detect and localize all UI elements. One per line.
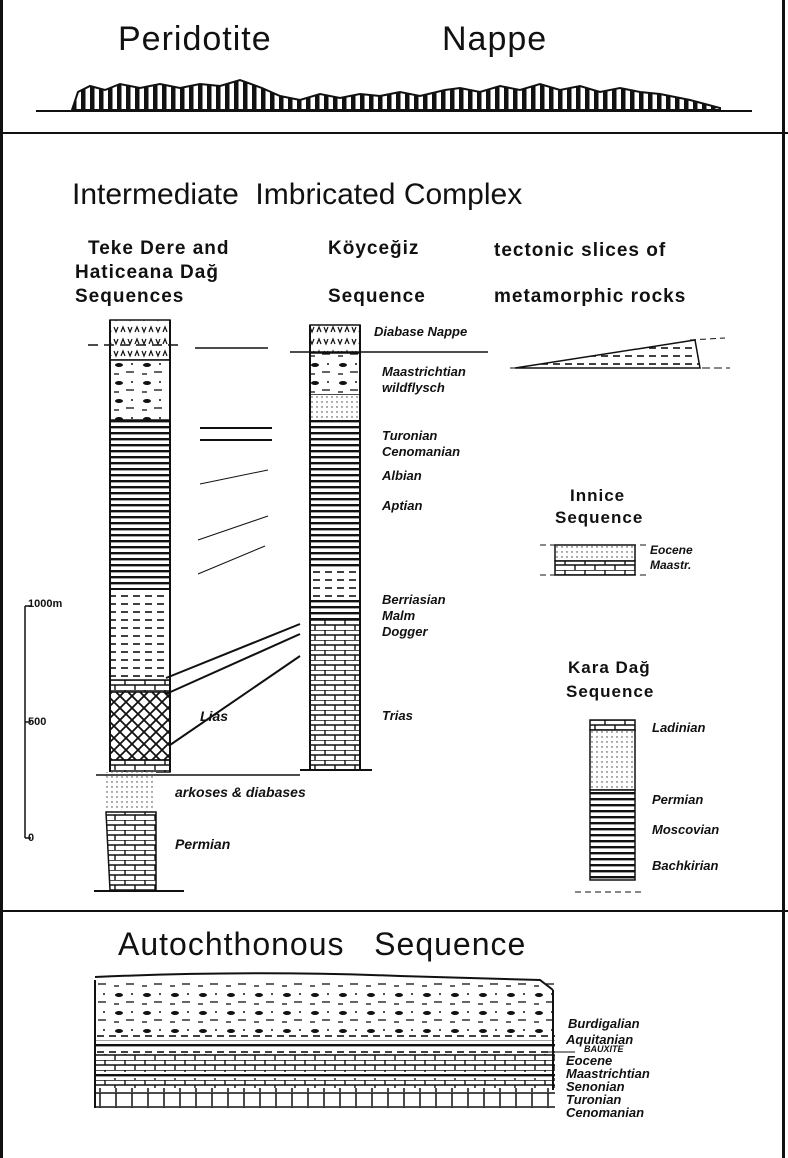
label-ladinian: Ladinian	[652, 720, 706, 735]
label-auto-maastrichtian: Maastrichtian	[566, 1066, 650, 1081]
label-berriasian: Berriasian	[382, 592, 446, 607]
label-arkoses: arkoses & diabases	[175, 784, 306, 800]
label-diabase-nappe: Diabase Nappe	[374, 324, 468, 339]
divider-top	[0, 132, 788, 134]
label-trias: Trias	[382, 708, 413, 723]
scale-bar	[24, 605, 31, 839]
col2-heading-2: Sequence	[328, 286, 426, 307]
label-moscovian: Moscovian	[652, 822, 720, 837]
col1-heading-3: Sequences	[75, 286, 185, 307]
label-albian: Albian	[382, 468, 422, 483]
label-malm: Malm	[382, 608, 416, 623]
label-maastrichtian: Maastrichtian	[382, 364, 466, 379]
label-auto-cenomanian: Cenomanian	[566, 1105, 645, 1120]
col1-heading-2: Haticeana Dağ	[75, 262, 219, 283]
innice-heading-2: Sequence	[555, 508, 644, 527]
label-senonian: Senonian	[566, 1079, 625, 1094]
column-innice	[540, 544, 648, 576]
col3-heading-2: metamorphic rocks	[494, 286, 687, 307]
label-cenomanian: Cenomanian	[382, 444, 461, 459]
intermediate-title: Intermediate Imbricated Complex	[72, 178, 523, 211]
label-lias: Lias	[200, 708, 229, 724]
column-kara-dag	[575, 719, 645, 893]
correlation-lines	[165, 347, 301, 746]
label-karadag-permian: Permian	[652, 792, 704, 807]
col2-heading-1: Köyceğiz	[328, 238, 420, 259]
divider-bottom	[0, 910, 788, 912]
column-teke-dere	[88, 319, 300, 892]
peridotite-title: Peridotite	[118, 20, 272, 58]
scale-500: 500	[28, 716, 47, 728]
label-innice-eocene: Eocene	[650, 543, 693, 557]
label-innice-maastr: Maastr.	[650, 558, 692, 572]
label-auto-turonian: Turonian	[566, 1092, 622, 1107]
autochthonous-column	[94, 972, 575, 1108]
column-koycegiz	[290, 324, 488, 771]
karadag-heading-2: Sequence	[566, 682, 655, 701]
nappe-title: Nappe	[442, 20, 548, 58]
label-aptian: Aptian	[382, 498, 423, 513]
label-burdigalian: Burdigalian	[568, 1016, 640, 1031]
tectonic-slices-wedge	[510, 337, 730, 369]
scale-0: 0	[28, 832, 35, 844]
innice-heading-1: Innice	[570, 486, 626, 505]
peridotite-nappe-profile	[36, 78, 752, 112]
col1-heading-1: Teke Dere and	[88, 238, 230, 259]
label-auto-eocene: Eocene	[566, 1053, 613, 1068]
label-wildflysch: wildflysch	[382, 380, 445, 395]
scale-1000m: 1000m	[28, 598, 63, 610]
label-bauxite: BAUXITE	[584, 1044, 624, 1054]
col3-heading-1: tectonic slices of	[494, 240, 667, 261]
label-bachkirian: Bachkirian	[652, 858, 719, 873]
label-permian-col1: Permian	[175, 836, 231, 852]
autochthonous-title: Autochthonous Sequence	[118, 926, 527, 962]
karadag-heading-1: Kara Dağ	[568, 658, 651, 677]
label-aquitanian: Aquitanian	[566, 1032, 634, 1047]
label-dogger: Dogger	[382, 624, 428, 639]
label-turonian: Turonian	[382, 428, 438, 443]
